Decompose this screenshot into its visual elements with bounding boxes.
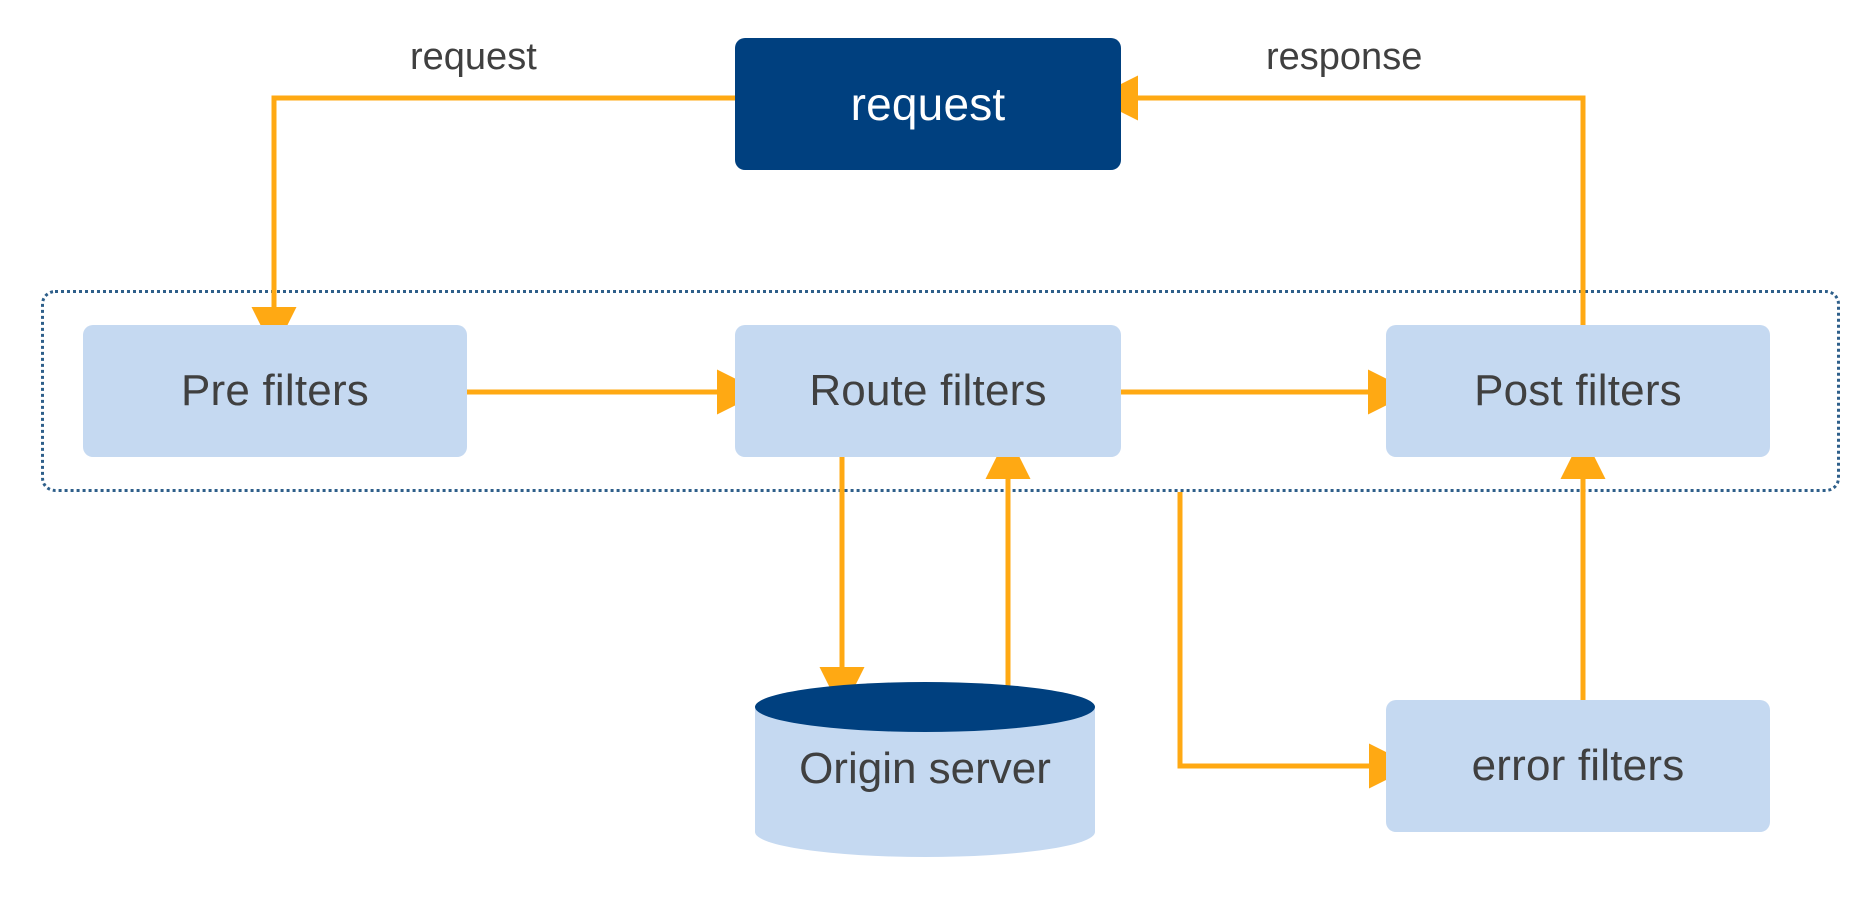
post-filters-label: Post filters <box>1474 365 1682 415</box>
edge-label-request: request <box>410 36 537 78</box>
cylinder-shape <box>755 682 1095 857</box>
error-filters-label: error filters <box>1471 740 1685 790</box>
origin-server-label: Origin server <box>799 744 1051 793</box>
edge-route-filters-to-error-filters <box>1177 492 1414 789</box>
node-origin-server[interactable]: Origin server <box>755 682 1095 862</box>
route-filters-label: Route filters <box>809 365 1047 415</box>
filter-pipeline-group <box>41 290 1840 492</box>
edge-label-response: response <box>1266 36 1423 78</box>
request-label: request <box>850 77 1006 130</box>
node-route-filters[interactable]: Route filters <box>735 325 1121 457</box>
edge-request-to-pre-filters <box>251 95 735 352</box>
node-pre-filters[interactable]: Pre filters <box>83 325 467 457</box>
node-request[interactable]: request <box>735 38 1121 170</box>
pre-filters-label: Pre filters <box>180 365 370 415</box>
node-post-filters[interactable]: Post filters <box>1386 325 1770 457</box>
node-error-filters[interactable]: error filters <box>1386 700 1770 832</box>
